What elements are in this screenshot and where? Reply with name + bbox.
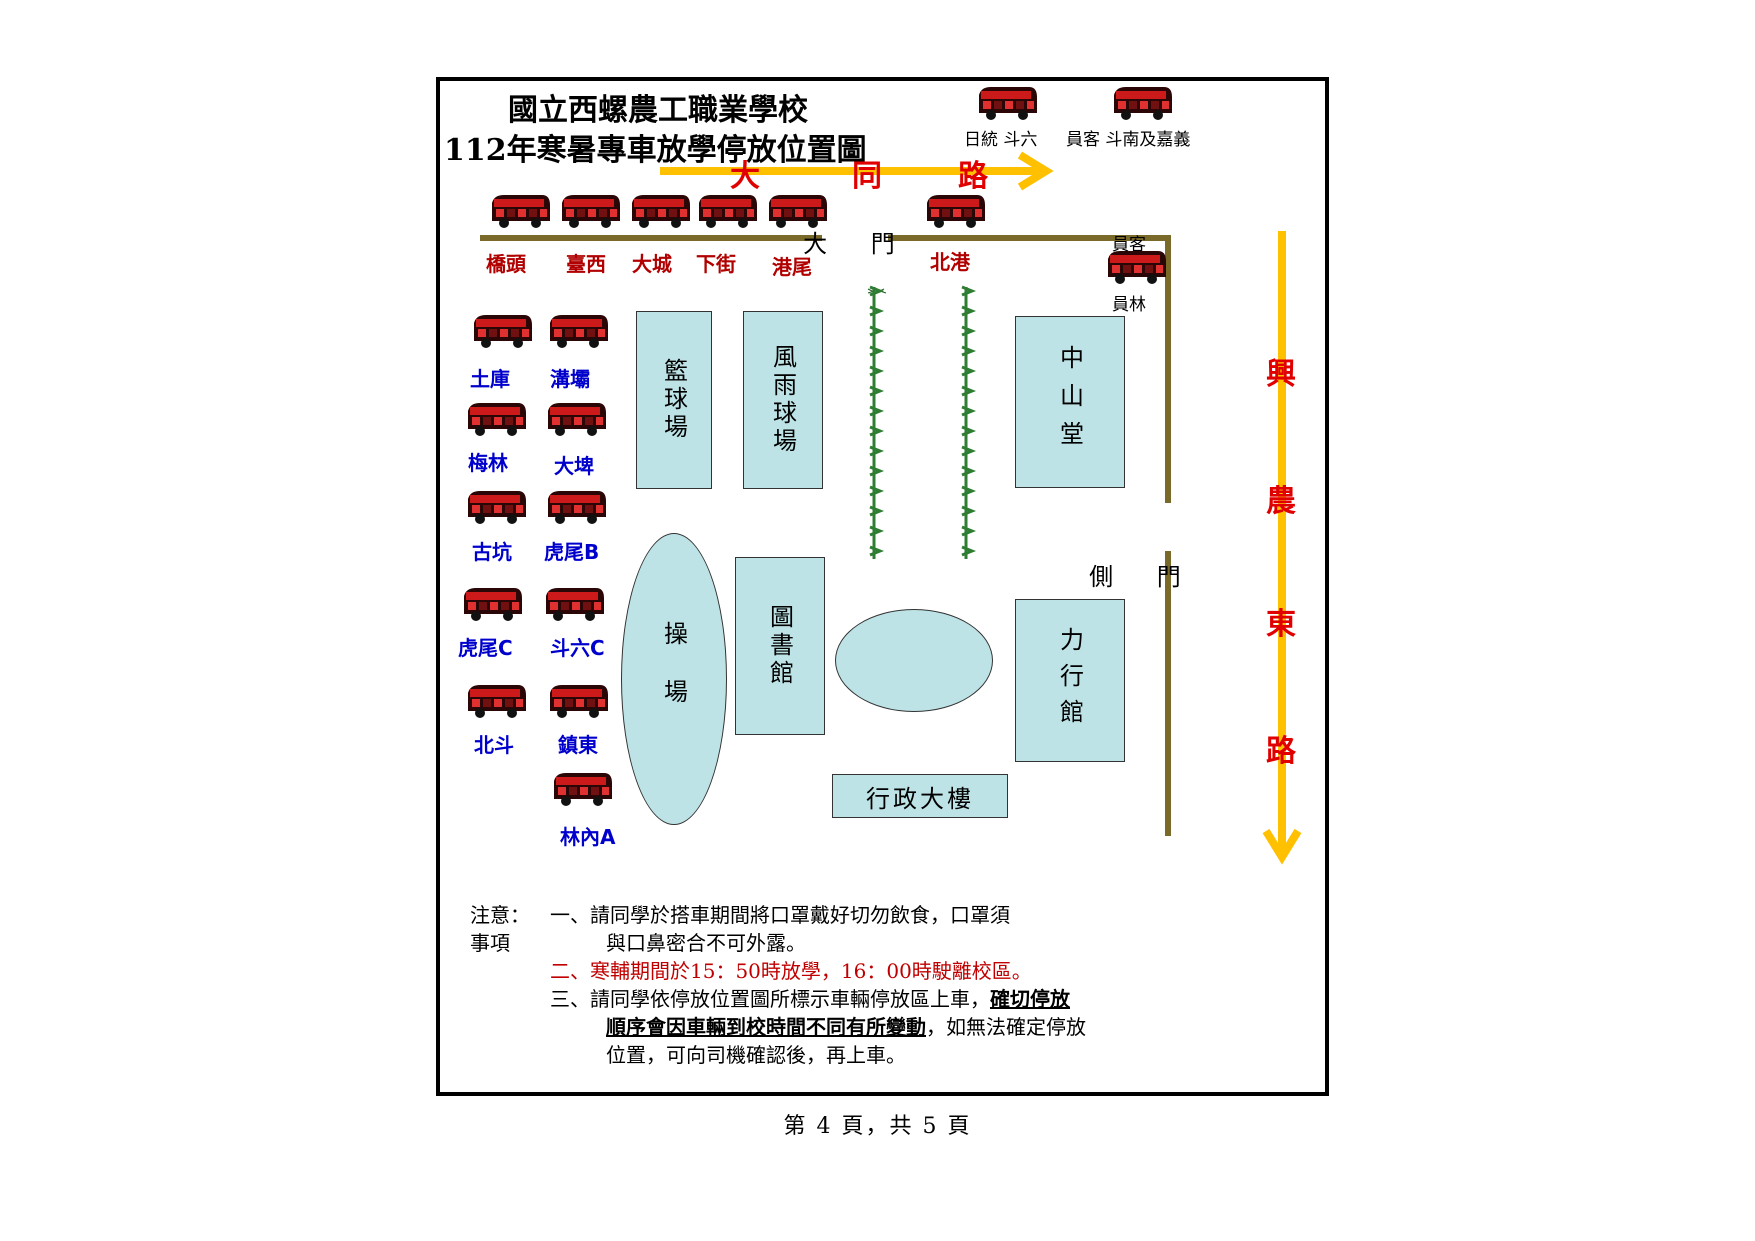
bus-label-taixi: 臺西 (566, 252, 606, 276)
note-item3-bold1: 確切停放 (990, 987, 1070, 1011)
rain-court: 風雨球場 (743, 311, 823, 489)
bus-label-goujian: 溝壩 (550, 367, 590, 391)
page-footer: 第 4 頁，共 5 頁 (783, 1114, 972, 1139)
side-gate-label: 側 門 (1089, 563, 1199, 591)
road-name-xing: 興 (1266, 357, 1296, 392)
bus-label-beidou: 北斗 (474, 733, 514, 757)
map-title: 112年寒暑專車放學停放位置圖 (444, 133, 867, 168)
library: 圖書館 (735, 557, 825, 735)
road-name-tong: 同 (852, 159, 882, 194)
zhongshan-hall: 中山堂 (1015, 316, 1125, 488)
notes-heading-1: 注意： (470, 903, 530, 927)
playground-label: 操場 (659, 621, 688, 737)
admin-building: 行政大樓 (832, 774, 1008, 818)
road-name-nong: 農 (1266, 484, 1296, 519)
front-wall-left (480, 235, 822, 241)
playground: 操場 (621, 533, 727, 825)
bus-label-yuanlin: 員林 (1112, 295, 1146, 315)
note-item1-line2: 與口鼻密合不可外露。 (606, 931, 806, 955)
road-name-da: 大 (730, 159, 760, 194)
bus-label-xiajie: 下街 (696, 252, 736, 276)
admin-building-label: 行政大樓 (866, 784, 974, 813)
lixing-hall: 力行館 (1015, 599, 1125, 762)
note-item3-prefix: 三、請同學依停放位置圖所標示車輛停放區上車， (550, 987, 990, 1011)
note-item3-line1: 三、請同學依停放位置圖所標示車輛停放區上車，確切停放 (550, 985, 1070, 1013)
bus-label-tuku: 土庫 (470, 367, 510, 391)
map-frame: 國立西螺農工職業學校 112年寒暑專車放學停放位置圖 日統 斗六 員客 斗南及嘉… (436, 77, 1329, 1096)
roundabout (835, 609, 993, 712)
note-item1-line1: 一、請同學於搭車期間將口罩戴好切勿飲食，口罩須 (550, 903, 1010, 927)
rain-court-label: 風雨球場 (768, 344, 797, 456)
bus-label-qiaotou: 橋頭 (486, 252, 526, 276)
bus-label-huweib: 虎尾B (544, 540, 600, 564)
front-wall-corner (1116, 235, 1171, 241)
tree-rows (867, 285, 977, 559)
basketball-court-label: 籃球場 (659, 358, 688, 442)
library-label: 圖書館 (765, 604, 794, 688)
note-item2: 二、寒輔期間於15：50時放學，16：00時駛離校區。 (550, 959, 1032, 983)
notes-heading-2: 事項 (470, 931, 510, 955)
bus-label-linneia: 林內A (560, 825, 616, 849)
zhongshan-hall-label: 中山堂 (1055, 345, 1084, 459)
bus-label-yuanke-dounan: 員客 斗南及嘉義 (1066, 130, 1191, 150)
bus-label-gukeng: 古坑 (472, 540, 512, 564)
road-name-lu: 路 (958, 159, 988, 194)
road-name-dong: 東 (1266, 607, 1296, 642)
note-item3-rest: ，如無法確定停放 (926, 1015, 1086, 1039)
note-item3-line3: 位置，可向司機確認後，再上車。 (606, 1043, 906, 1067)
bus-label-gangwei: 港尾 (772, 255, 812, 279)
bus-label-douliuc: 斗六C (550, 636, 605, 660)
bus-label-yuanke: 員客 (1112, 235, 1146, 255)
bus-label-beigang: 北港 (930, 250, 970, 274)
side-wall-upper (1165, 235, 1171, 503)
basketball-court: 籃球場 (636, 311, 712, 489)
bus-label-dacheng: 大城 (632, 252, 672, 276)
front-wall-right (888, 235, 1116, 241)
side-wall-lower (1165, 551, 1171, 836)
lixing-hall-label: 力行館 (1055, 626, 1084, 735)
bus-label-huweic: 虎尾C (458, 636, 513, 660)
main-gate-label: 大 門 (803, 230, 913, 258)
bus-label-dapi: 大埤 (554, 454, 594, 478)
road-arrows (660, 151, 1302, 865)
bus-label-meilin: 梅林 (468, 451, 508, 475)
bus-label-zhendong: 鎮東 (558, 733, 598, 757)
note-item3-line2: 順序會因車輛到校時間不同有所變動，如無法確定停放 (606, 1013, 1086, 1041)
note-item3-bold2: 順序會因車輛到校時間不同有所變動 (606, 1015, 926, 1039)
road-name-lu2: 路 (1266, 734, 1296, 769)
school-title: 國立西螺農工職業學校 (508, 93, 808, 128)
bus-label-ritong: 日統 斗六 (964, 130, 1038, 150)
